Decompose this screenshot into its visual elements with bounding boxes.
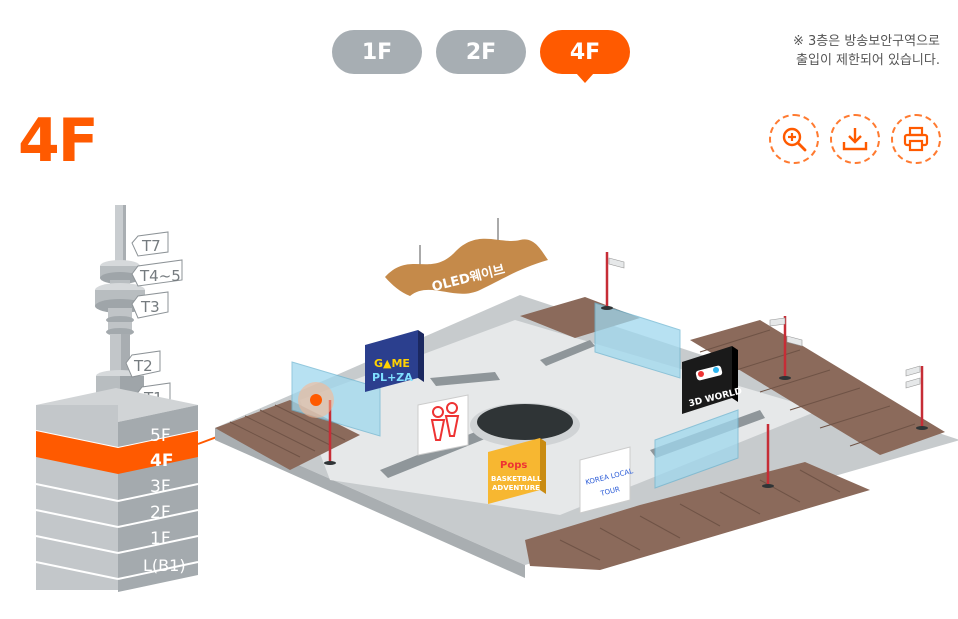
notice-line-2: 출입이 제한되어 있습니다. [796,53,940,68]
download-button[interactable] [830,114,880,164]
tab-2f[interactable]: 2F [436,30,526,74]
current-location-marker [298,382,334,418]
basketball-adventure-sign[interactable]: Pops BASKETBALL ADVENTURE [488,438,546,504]
svg-text:T7: T7 [141,237,161,255]
deck-bottom [525,462,870,570]
notice-line-1: ※ 3층은 방송보안구역으로 [792,34,940,49]
tower-floor-lb1[interactable]: L(B1) [143,556,186,575]
svg-text:Pops: Pops [500,460,527,471]
zoom-in-button[interactable] [769,114,819,164]
mascot-board[interactable] [417,394,469,456]
svg-text:ADVENTURE: ADVENTURE [492,484,540,492]
tab-1f[interactable]: 1F [332,30,422,74]
print-icon [903,126,929,152]
tower-label-t3: T3 [131,291,169,319]
print-button[interactable] [891,114,941,164]
svg-text:G▲ME: G▲ME [374,357,410,370]
tower-label-t4-5: T4~5 [131,259,183,287]
svg-text:T4~5: T4~5 [139,267,181,285]
svg-text:T2: T2 [133,357,153,375]
tower-label-t2: T2 [125,350,161,378]
tab-4f[interactable]: 4F [540,30,630,83]
oled-wave-sign[interactable]: OLED웨이브 [385,218,548,296]
page-title: 4F [18,106,99,176]
map-toolbar [769,114,941,164]
tower-label-t7: T7 [131,231,169,257]
tower-floor-4f[interactable]: 4F [150,451,173,471]
svg-text:T3: T3 [140,298,160,316]
tower-diagram: T7 T4~5 T3 T2 T1 [35,205,199,592]
restricted-notice: ※ 3층은 방송보안구역으로 출입이 제한되어 있습니다. [793,32,940,70]
download-icon [842,128,868,151]
floor-tabs: 1F 2F 4F [332,30,630,83]
zoom-in-icon [782,127,807,152]
deck-right [690,320,945,455]
game-plaza-sign[interactable]: G▲ME PL+ZA [365,330,424,392]
svg-text:PL+ZA: PL+ZA [372,371,413,384]
tower-floor-1f[interactable]: 1F [150,529,171,549]
tower-floor-2f[interactable]: 2F [150,503,171,523]
floor-plan: OLED웨이브 G▲ME PL+ZA 3D WORLD [215,218,958,578]
svg-text:BASKETBALL: BASKETBALL [491,475,542,483]
tower-floor-5f[interactable]: 5F [150,426,171,446]
korea-local-tour-sign[interactable]: KOREA LOCAL TOUR [579,446,634,514]
tower-floor-3f[interactable]: 3F [150,477,171,497]
